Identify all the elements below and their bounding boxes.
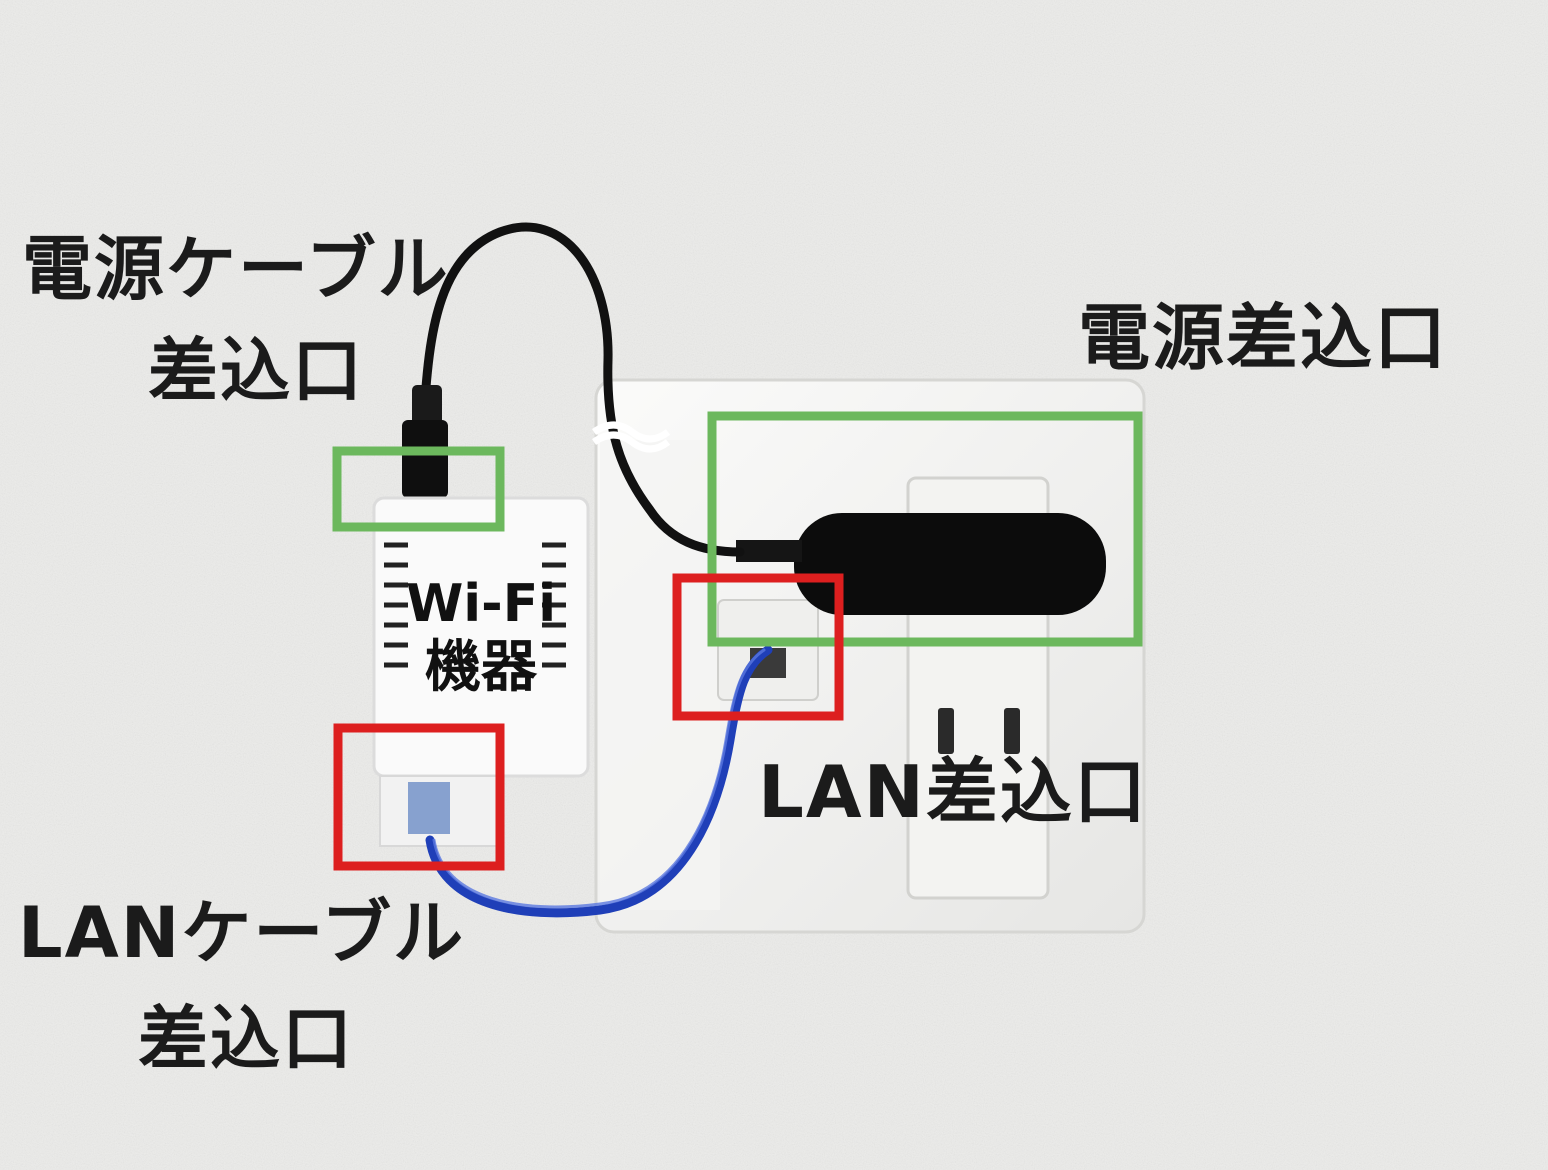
device-label-line2: 機器 [425, 635, 537, 700]
outlet-slot-right [1004, 708, 1020, 754]
wifi-device [372, 496, 590, 847]
outlet-slot-left [938, 708, 954, 754]
lan-cable-port-highlight [333, 723, 505, 871]
label-lan-cable-port-line2: 差込口 [138, 998, 354, 1080]
label-power-outlet: 電源差込口 [1078, 296, 1449, 380]
label-power-cable-port-line1: 電源ケーブル [22, 228, 450, 310]
cable-break-mark [591, 421, 671, 443]
power-plug-connector [402, 385, 448, 498]
label-lan-cable-port-line1: LANケーブル [18, 892, 466, 974]
lan-port-highlight [672, 573, 844, 721]
label-power-cable-port-line2: 差込口 [148, 330, 364, 412]
lan-cable [425, 645, 773, 918]
power-cable-port-highlight [332, 446, 505, 532]
device-label-line1: Wi-Fi [405, 574, 557, 634]
power-outlet-highlight [707, 411, 1143, 647]
power-adapter [736, 513, 1106, 615]
label-lan-port: LAN差込口 [758, 750, 1148, 834]
power-cable [420, 222, 745, 557]
